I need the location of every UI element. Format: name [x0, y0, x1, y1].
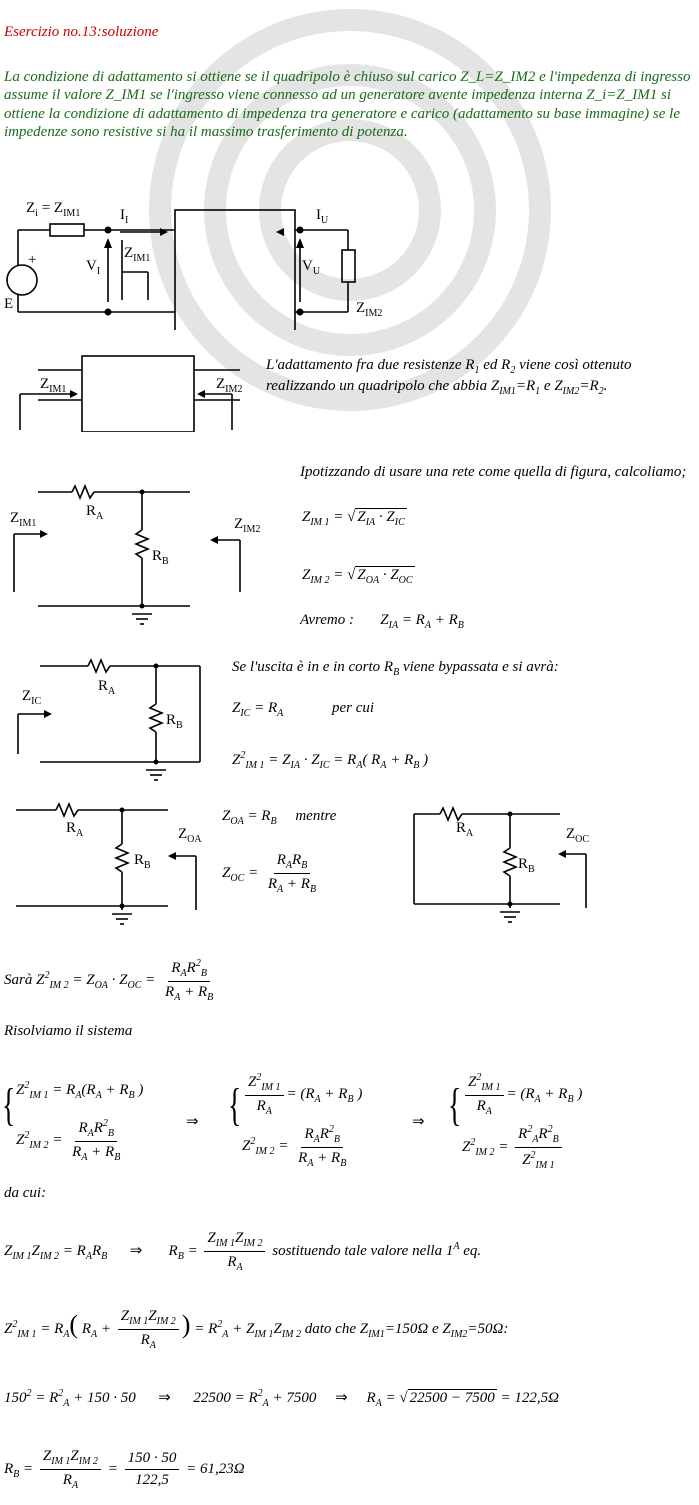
ra-label-3: RA [66, 820, 84, 839]
rb-label-3: RB [134, 852, 151, 871]
vu-label: VU [302, 258, 321, 277]
zim1-label: ZIM1 [124, 245, 151, 264]
eq-zim1-squared: Z2IM 1 = ZIA · ZIC = RA( RA + RB ) [232, 750, 429, 771]
intro-paragraph: La condizione di adattamento si ottiene … [4, 69, 691, 140]
rb-label-4: RB [518, 856, 535, 875]
network-text: Ipotizzando di usare una rete come quell… [300, 464, 687, 480]
zoa-label: ZOA [178, 826, 202, 845]
eq-zia: Avremo : ZIA = RA + RB [300, 612, 464, 631]
eq-zim2-sqrt: ZIM 2 = √ZOA · ZOC [302, 566, 415, 586]
ra-label-2: RA [98, 678, 116, 697]
circuit-generator-quadripole-load [6, 209, 356, 330]
zic-label: ZIC [22, 688, 42, 707]
from-which-text: da cui: [4, 1185, 47, 1201]
zim2-label-2: ZIM2 [216, 376, 243, 395]
quadripole-box-diagram [19, 355, 240, 432]
rb-label-2: RB [166, 712, 183, 731]
eq-zic: ZIC = RA per cui [232, 700, 375, 719]
zi-label: Zi = ZIM1 [26, 200, 81, 219]
implies-arrow-2: ⇒ [412, 1114, 425, 1130]
eq-zim1-sqrt: ZIM 1 = √ZIA · ZIC [302, 508, 407, 528]
eq-ra-numeric: 1502 = R2A + 150 · 50 ⇒ 22500 = R2A + 75… [4, 1388, 559, 1409]
open-output-network-diagram [16, 801, 197, 925]
zim1-label-3: ZIM1 [10, 510, 37, 529]
zoc-label: ZOC [566, 826, 590, 845]
closed-output-network-diagram [413, 805, 587, 923]
short-text: Se l'uscita è in e in corto RB viene byp… [232, 659, 559, 678]
l-network-diagram [13, 483, 241, 625]
short-circuit-network-diagram [17, 657, 201, 781]
source-label: E [4, 296, 14, 312]
page-title: Esercizio no.13:soluzione [4, 24, 159, 40]
rb-label-1: RB [152, 548, 169, 567]
ra-label-1: RA [86, 503, 104, 522]
ra-label-4: RA [456, 820, 474, 839]
zim2-label: ZIM2 [356, 300, 383, 319]
matching-text: L'adattamento fra due resistenze R1 ed R… [266, 357, 632, 397]
iu-label: IU [316, 207, 329, 226]
vi-label: VI [86, 258, 101, 277]
solve-system-text: Risolviamo il sistema [4, 1023, 133, 1039]
implies-arrow-1: ⇒ [186, 1114, 199, 1130]
ii-label: II [120, 207, 129, 226]
watermark-logo [149, 9, 551, 411]
zim1-label-2: ZIM1 [40, 376, 67, 395]
zim2-label-3: ZIM2 [234, 516, 261, 535]
eq-zoa: ZOA = RB mentre [222, 808, 337, 827]
plus-sign: + [28, 252, 37, 268]
